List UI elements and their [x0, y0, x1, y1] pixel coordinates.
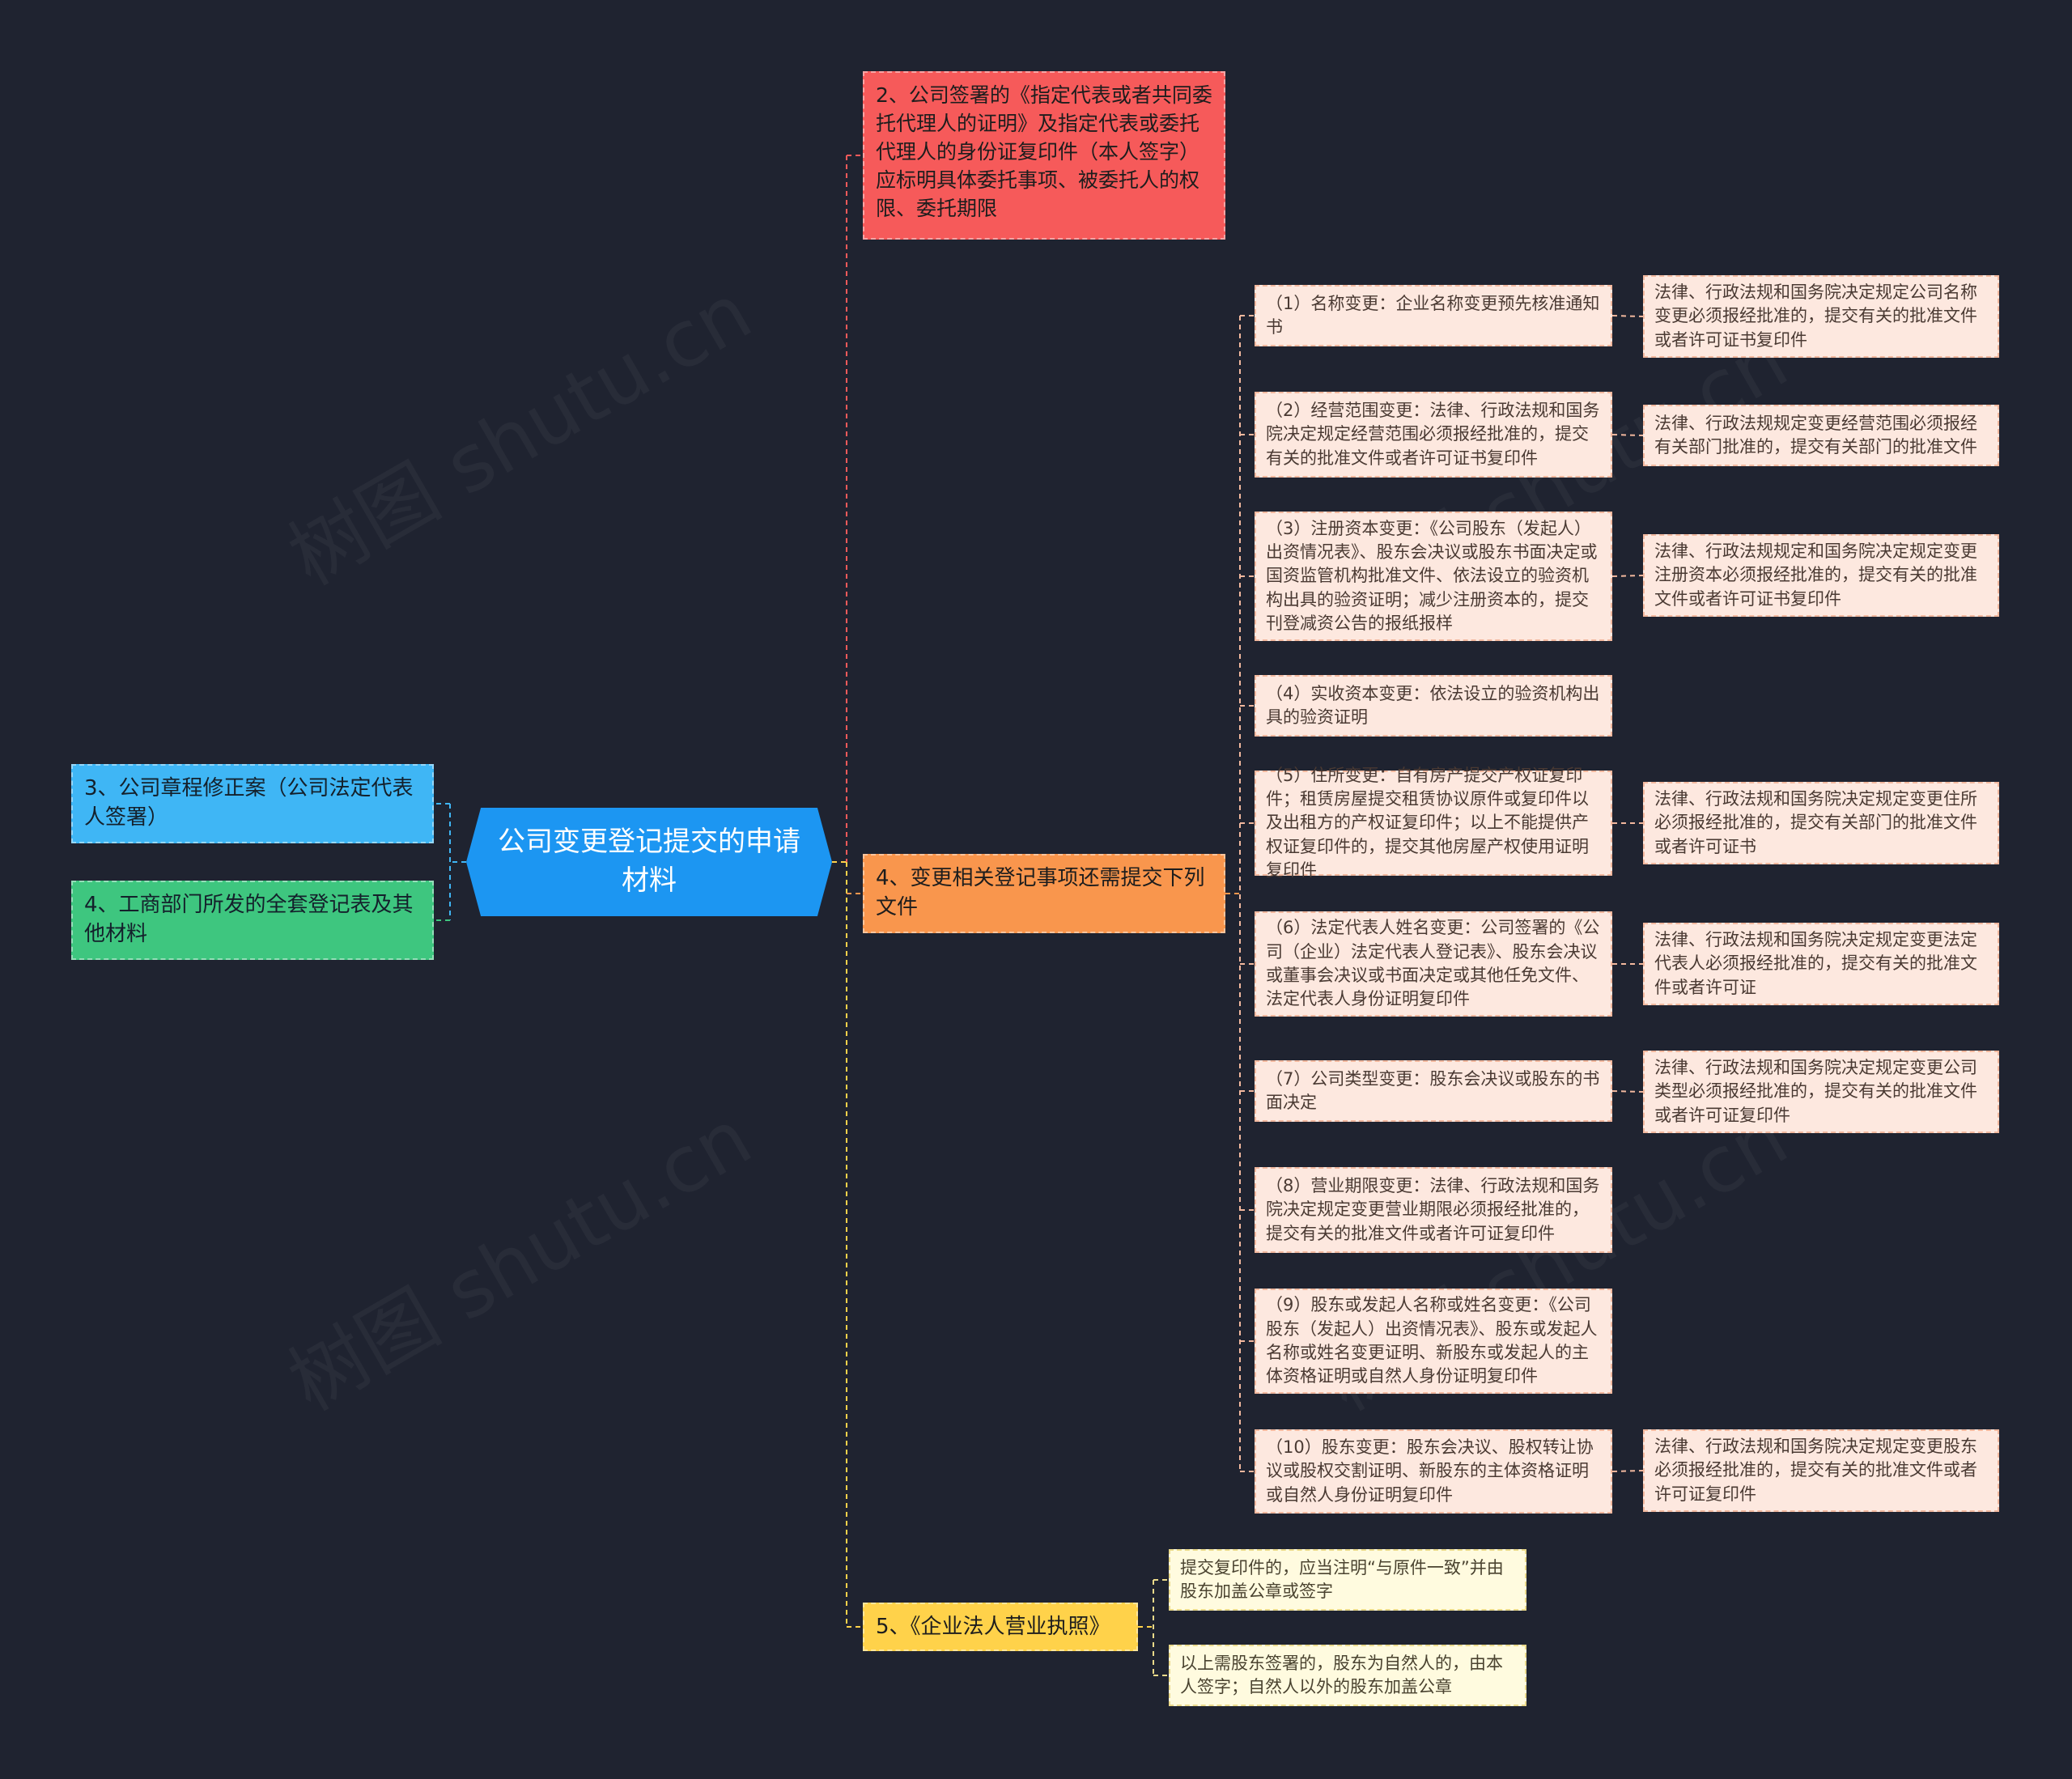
license-note-node[interactable]: 提交复印件的，应当注明“与原件一致”并由股东加盖公章或签字 [1169, 1549, 1526, 1611]
branch-node-4[interactable]: 4、变更相关登记事项还需提交下列文件 [863, 854, 1225, 933]
root-label: 公司变更登记提交的申请材料 [498, 826, 800, 897]
item-node[interactable]: （8）营业期限变更：法律、行政法规和国务院决定规定变更营业期限必须报经批准的，提… [1255, 1167, 1612, 1253]
item-label: （6）法定代表人姓名变更：公司签署的《公司（企业）法定代表人登记表》、股东会决议… [1266, 918, 1600, 1009]
item-node[interactable]: （10）股东变更：股东会决议、股权转让协议或股权交割证明、新股东的主体资格证明或… [1255, 1429, 1612, 1514]
item-node[interactable]: （1）名称变更：企业名称变更预先核准通知书 [1255, 285, 1612, 346]
item-note-node[interactable]: 法律、行政法规和国务院决定规定变更公司类型必须报经批准的，提交有关的批准文件或者… [1643, 1051, 1999, 1133]
item-label: （5）住所变更：自有房产提交产权证复印件；租赁房屋提交租赁协议原件或复印件以及出… [1266, 765, 1589, 881]
item-label: （9）股东或发起人名称或姓名变更：《公司股东（发起人）出资情况表》、股东或发起人… [1266, 1295, 1598, 1386]
license-note-label: 以上需股东签署的，股东为自然人的，由本人签字；自然人以外的股东加盖公章 [1180, 1653, 1503, 1696]
item-node[interactable]: （9）股东或发起人名称或姓名变更：《公司股东（发起人）出资情况表》、股东或发起人… [1255, 1289, 1612, 1394]
item-note-label: 法律、行政法规和国务院决定规定公司名称变更必须报经批准的，提交有关的批准文件或者… [1654, 282, 1977, 350]
item-node[interactable]: （7）公司类型变更：股东会决议或股东的书面决定 [1255, 1060, 1612, 1122]
item-note-node[interactable]: 法律、行政法规和国务院决定规定变更住所必须报经批准的，提交有关部门的批准文件或者… [1643, 782, 1999, 864]
license-note-node[interactable]: 以上需股东签署的，股东为自然人的，由本人签字；自然人以外的股东加盖公章 [1169, 1645, 1526, 1706]
item-node[interactable]: （2）经营范围变更：法律、行政法规和国务院决定规定经营范围必须报经批准的，提交有… [1255, 392, 1612, 478]
item-note-label: 法律、行政法规和国务院决定规定变更公司类型必须报经批准的，提交有关的批准文件或者… [1654, 1057, 1977, 1125]
item-note-node[interactable]: 法律、行政法规规定和国务院决定规定变更注册资本必须报经批准的，提交有关的批准文件… [1643, 534, 1999, 617]
license-note-label: 提交复印件的，应当注明“与原件一致”并由股东加盖公章或签字 [1180, 1557, 1504, 1601]
item-node[interactable]: （5）住所变更：自有房产提交产权证复印件；租赁房屋提交租赁协议原件或复印件以及出… [1255, 766, 1612, 880]
branch-node-4b[interactable]: 4、工商部门所发的全套登记表及其他材料 [71, 881, 434, 960]
item-label: （3）注册资本变更：《公司股东（发起人）出资情况表》、股东会决议或股东书面决定或… [1266, 518, 1598, 634]
item-label: （2）经营范围变更：法律、行政法规和国务院决定规定经营范围必须报经批准的，提交有… [1266, 400, 1600, 468]
item-note-label: 法律、行政法规和国务院决定规定变更住所必须报经批准的，提交有关部门的批准文件或者… [1654, 788, 1977, 856]
item-label: （4）实收资本变更：依法设立的验资机构出具的验资证明 [1266, 683, 1600, 727]
item-note-label: 法律、行政法规和国务院决定规定变更股东必须报经批准的，提交有关的批准文件或者许可… [1654, 1436, 1977, 1504]
branch-node-5[interactable]: 5、《企业法人营业执照》 [863, 1603, 1138, 1651]
item-node[interactable]: （4）实收资本变更：依法设立的验资机构出具的验资证明 [1255, 675, 1612, 737]
item-note-node[interactable]: 法律、行政法规和国务院决定规定变更股东必须报经批准的，提交有关的批准文件或者许可… [1643, 1429, 1999, 1512]
item-label: （7）公司类型变更：股东会决议或股东的书面决定 [1266, 1068, 1600, 1112]
item-node[interactable]: （6）法定代表人姓名变更：公司签署的《公司（企业）法定代表人登记表》、股东会决议… [1255, 911, 1612, 1017]
item-label: （1）名称变更：企业名称变更预先核准通知书 [1266, 293, 1600, 337]
connector-line [1611, 575, 1644, 577]
item-node[interactable]: （3）注册资本变更：《公司股东（发起人）出资情况表》、股东会决议或股东书面决定或… [1255, 512, 1612, 641]
item-label: （10）股东变更：股东会决议、股权转让协议或股权交割证明、新股东的主体资格证明或… [1266, 1437, 1594, 1505]
item-label: （8）营业期限变更：法律、行政法规和国务院决定规定变更营业期限必须报经批准的，提… [1266, 1175, 1600, 1243]
item-note-label: 法律、行政法规规定和国务院决定规定变更注册资本必须报经批准的，提交有关的批准文件… [1654, 541, 1977, 609]
item-note-node[interactable]: 法律、行政法规和国务院决定规定变更法定代表人必须报经批准的，提交有关的批准文件或… [1643, 923, 1999, 1005]
item-note-node[interactable]: 法律、行政法规和国务院决定规定公司名称变更必须报经批准的，提交有关的批准文件或者… [1643, 275, 1999, 358]
branch-node-3[interactable]: 3、公司章程修正案（公司法定代表人签署） [71, 764, 434, 843]
connector-line [1611, 1090, 1644, 1093]
item-note-label: 法律、行政法规规定变更经营范围必须报经有关部门批准的，提交有关部门的批准文件 [1654, 413, 1977, 456]
item-note-node[interactable]: 法律、行政法规规定变更经营范围必须报经有关部门批准的，提交有关部门的批准文件 [1643, 405, 1999, 466]
item-note-label: 法律、行政法规和国务院决定规定变更法定代表人必须报经批准的，提交有关的批准文件或… [1654, 929, 1977, 997]
branch-node-2[interactable]: 2、公司签署的《指定代表或者共同委托代理人的证明》及指定代表或委托代理人的身份证… [863, 71, 1225, 240]
root-node[interactable]: 公司变更登记提交的申请材料 [466, 808, 832, 916]
